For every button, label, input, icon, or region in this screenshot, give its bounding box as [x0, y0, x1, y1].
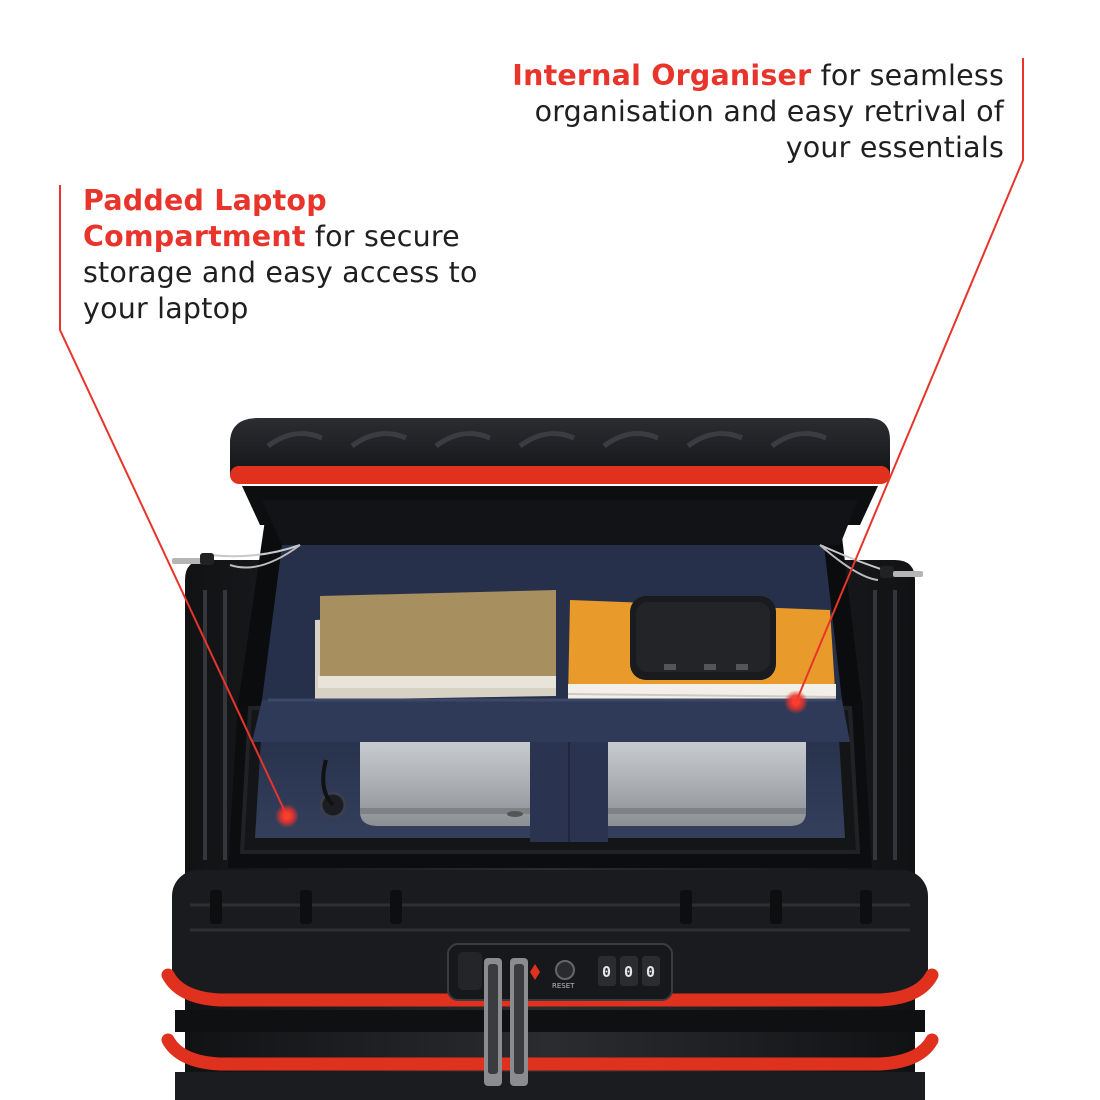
organiser-pocket — [238, 520, 862, 742]
callout-laptop-compartment: Padded Laptop Compartment for secure sto… — [83, 183, 483, 327]
lock-dial-1: 0 — [602, 963, 611, 981]
callout-right-highlight: Internal Organiser — [512, 59, 812, 92]
notebook-left — [315, 590, 556, 700]
leader-line-right — [795, 58, 1024, 703]
callout-left-text: for secure storage and easy access to yo… — [83, 220, 478, 325]
lock-dial-3: 0 — [646, 963, 655, 981]
leader-line-left — [59, 185, 288, 817]
keyhole-icon — [555, 960, 575, 980]
power-bank — [630, 596, 776, 680]
lock-dial-2: 0 — [624, 963, 633, 981]
tsa-red-diamond-icon — [530, 964, 540, 980]
suitcase-lid — [230, 418, 890, 545]
lock-reset-label: RESET — [552, 982, 575, 990]
side-ribs — [203, 590, 897, 860]
callout-right-text: for seamless organisation and easy retri… — [534, 59, 1004, 164]
tsa-lock: RESET 0 0 0 — [447, 943, 673, 1086]
callout-internal-organiser: Internal Organiser for seamless organisa… — [484, 58, 1004, 166]
lid-support-cords — [172, 544, 923, 581]
callout-lines — [59, 58, 1024, 828]
zipper-pulls — [484, 958, 528, 1086]
callout-left-highlight: Padded Laptop Compartment — [83, 184, 327, 253]
